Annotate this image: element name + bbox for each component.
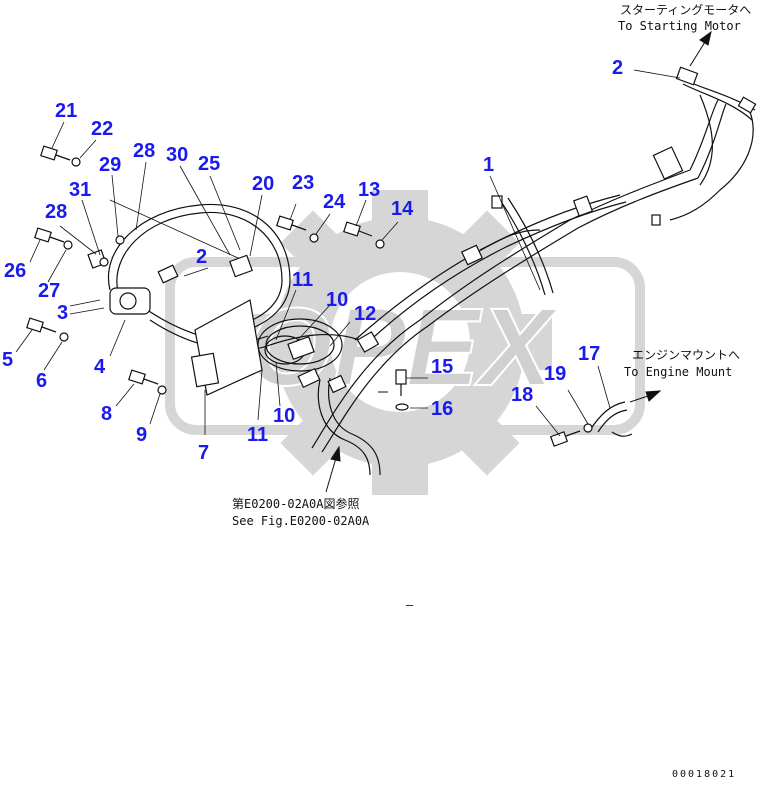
main-harness	[311, 169, 691, 449]
part-label-8[interactable]: 8	[101, 403, 113, 425]
components	[26, 66, 757, 447]
dash-mark: –	[406, 598, 414, 612]
part-label-5[interactable]: 5	[2, 349, 14, 371]
part-label-11-lower[interactable]: 11	[247, 424, 269, 446]
part-label-9[interactable]: 9	[136, 424, 148, 446]
part-label-26[interactable]: 26	[4, 260, 27, 282]
bolt-26	[34, 227, 65, 243]
leader-lines	[15, 69, 681, 437]
part-label-22[interactable]: 22	[91, 118, 114, 140]
part-label-20[interactable]: 20	[252, 173, 275, 195]
part-label-2-left[interactable]: 2	[196, 246, 208, 268]
part-label-13[interactable]: 13	[358, 179, 381, 201]
note-starting-motor-en: To Starting Motor	[618, 19, 741, 33]
part-label-30[interactable]: 30	[166, 144, 189, 166]
part-label-2-right[interactable]: 2	[612, 57, 624, 79]
note-engine-mount-jp: エンジンマウントへ	[632, 348, 741, 362]
part-label-19[interactable]: 19	[544, 363, 567, 385]
part-label-18[interactable]: 18	[511, 384, 534, 406]
part-label-12[interactable]: 12	[354, 303, 377, 325]
bolt-8	[128, 369, 159, 385]
part-label-3[interactable]: 3	[57, 302, 69, 324]
note-see-fig-en: See Fig.E0200-02A0A	[232, 514, 370, 528]
note-starting-motor-jp: スターティングモータへ	[620, 3, 752, 17]
note-engine-mount-en: To Engine Mount	[624, 365, 733, 379]
part-label-28-lower[interactable]: 28	[45, 201, 68, 223]
part-label-1[interactable]: 1	[483, 154, 495, 176]
part-label-29[interactable]: 29	[99, 154, 122, 176]
bracket-plate	[190, 352, 220, 388]
part-label-16[interactable]: 16	[431, 398, 454, 420]
bolt-5	[26, 317, 57, 333]
bolt-18	[549, 430, 581, 447]
part-label-15[interactable]: 15	[431, 356, 454, 378]
part-label-31[interactable]: 31	[69, 179, 92, 201]
part-label-10-upper[interactable]: 10	[326, 289, 349, 311]
reference-arrows	[325, 30, 712, 493]
document-number: 00018021	[672, 769, 737, 780]
part-label-27[interactable]: 27	[38, 280, 61, 302]
part-label-7[interactable]: 7	[198, 442, 210, 464]
part-label-28-upper[interactable]: 28	[133, 140, 156, 162]
part-label-21[interactable]: 21	[55, 100, 78, 122]
part-label-11-upper[interactable]: 11	[292, 269, 314, 291]
part-label-14[interactable]: 14	[391, 198, 414, 220]
bolt-23	[276, 215, 307, 231]
watermark-frame	[165, 257, 645, 435]
bolt-15	[395, 369, 407, 396]
harness-lines	[107, 77, 756, 476]
part-label-6[interactable]: 6	[36, 370, 48, 392]
part-label-25[interactable]: 25	[198, 153, 221, 175]
part-label-17[interactable]: 17	[578, 343, 601, 365]
note-see-fig-jp: 第E0200-02A0A図参照	[232, 497, 360, 511]
part-label-23[interactable]: 23	[292, 172, 315, 194]
part-label-4[interactable]: 4	[94, 356, 106, 378]
part-label-24[interactable]: 24	[323, 191, 346, 213]
bolt-21	[40, 145, 71, 161]
part-label-10-lower[interactable]: 10	[273, 405, 296, 427]
